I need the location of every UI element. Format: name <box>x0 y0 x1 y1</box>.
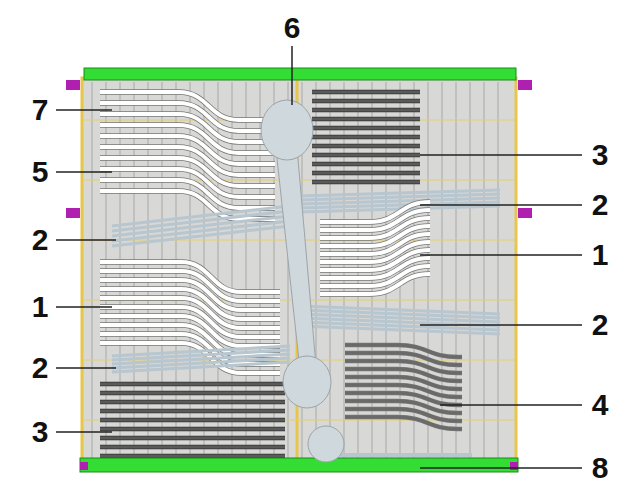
tube-group-3 <box>312 99 420 104</box>
tubes <box>100 92 500 456</box>
tube-group-1 <box>320 274 430 294</box>
tube-group-3 <box>312 180 420 185</box>
tube-group-3 <box>312 144 420 149</box>
callout-number: 1 <box>30 292 51 322</box>
tube-group-3 <box>100 446 285 449</box>
tube-group-3 <box>100 383 285 386</box>
tube-group-3 <box>100 427 285 432</box>
callout-number: 2 <box>30 353 51 383</box>
tube-group-3 <box>312 90 420 95</box>
tube-group-3 <box>100 392 285 395</box>
callout-number: 2 <box>590 310 611 340</box>
tube-group-3 <box>312 135 420 140</box>
callout-number: 4 <box>590 390 611 420</box>
tube-group-3 <box>312 109 420 112</box>
tube-group-3 <box>100 455 285 458</box>
top-bar <box>84 68 516 80</box>
bolts <box>66 80 532 470</box>
callout-number: 6 <box>282 13 303 43</box>
tube-group-2 <box>112 221 290 241</box>
tube-group-3 <box>312 118 420 121</box>
tube-8 <box>340 453 472 457</box>
grid-line <box>484 82 485 458</box>
tube-group-2 <box>112 362 290 372</box>
tube-group-3 <box>312 100 420 103</box>
tube-group-4 <box>345 417 462 429</box>
tube-group-2 <box>300 326 500 334</box>
grid-line <box>92 82 93 458</box>
grid-line <box>470 82 471 458</box>
callout-number: 3 <box>30 417 51 447</box>
tube-group-3 <box>100 437 285 440</box>
grid <box>84 82 514 458</box>
tube-group-3 <box>312 154 420 157</box>
bottom-bar <box>80 458 518 472</box>
tube-group-3 <box>100 436 285 441</box>
tube-group-3 <box>312 153 420 158</box>
tube-group-3 <box>312 136 420 139</box>
callout-number: 7 <box>30 95 51 125</box>
tube-group-2 <box>112 216 290 236</box>
tube-group-3 <box>312 162 420 167</box>
tube-group-3 <box>100 409 285 414</box>
manifold <box>261 100 344 462</box>
tube-group-3 <box>100 391 285 396</box>
tube-group-3 <box>312 181 420 184</box>
tube-group-3 <box>100 428 285 431</box>
tube-group-3 <box>312 108 420 113</box>
tube-group-4 <box>345 417 462 429</box>
tube-group-3 <box>312 91 420 94</box>
callout-number: 1 <box>590 240 611 270</box>
grid-line <box>456 82 457 458</box>
tube-group-3 <box>100 445 285 450</box>
tube-group-3 <box>312 171 420 176</box>
tube-group-3 <box>100 382 285 387</box>
tube-group-3 <box>312 127 420 130</box>
tube-group-1 <box>320 274 430 294</box>
tube-group-3 <box>312 163 420 166</box>
leader-lines <box>56 46 582 468</box>
tube-group-3 <box>312 145 420 148</box>
tube-group-3 <box>100 410 285 413</box>
callout-number: 3 <box>590 140 611 170</box>
grid-line <box>498 82 499 458</box>
callout-number: 8 <box>590 453 611 483</box>
tube-group-3 <box>100 418 285 423</box>
tube-group-3 <box>312 172 420 175</box>
tube-group-2 <box>112 226 290 246</box>
tube-group-3 <box>100 400 285 405</box>
tube-group-3 <box>312 126 420 131</box>
tube-group-3 <box>100 401 285 404</box>
callout-number: 2 <box>30 225 51 255</box>
callout-number: 5 <box>30 157 51 187</box>
callout-number: 2 <box>590 190 611 220</box>
tube-group-3 <box>312 117 420 122</box>
tube-group-3 <box>100 419 285 422</box>
